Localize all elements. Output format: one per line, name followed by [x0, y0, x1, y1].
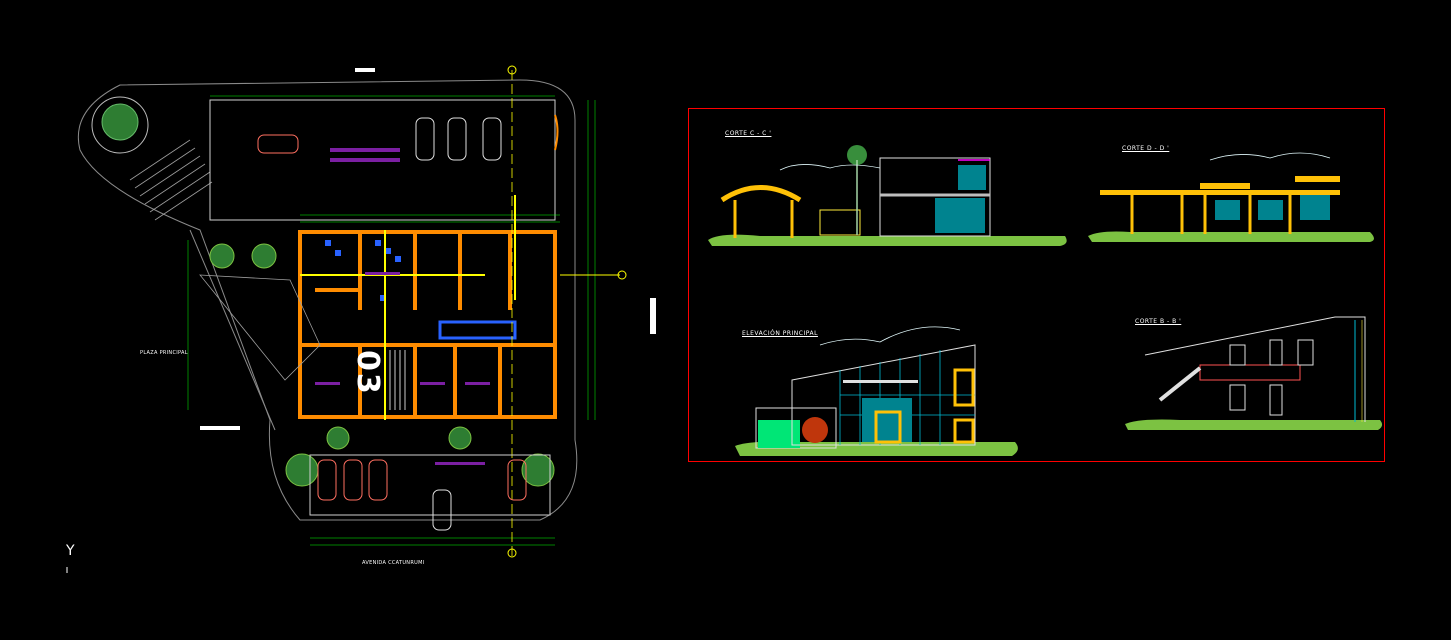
sheet-frame	[688, 108, 1385, 462]
section-cc-drawing	[708, 145, 1067, 246]
section-bb-drawing	[1125, 316, 1383, 430]
main-elevation-drawing	[735, 326, 1018, 456]
plaza-label: PLAZA PRINCIPAL	[140, 350, 188, 356]
section-dd-drawing	[1088, 152, 1374, 242]
room-code-label: 03	[350, 350, 385, 396]
section-cc-title: CORTE C - C '	[725, 130, 772, 137]
section-dd-title: CORTE D - D '	[1122, 145, 1170, 152]
elevation-title: ELEVACIÓN PRINCIPAL	[742, 330, 818, 337]
site-plan	[77, 65, 656, 560]
ucs-y-label: Y	[66, 543, 75, 559]
section-bb-title: CORTE B - B '	[1135, 318, 1182, 325]
avenue-label: AVENIDA CCATUNRUMI	[362, 560, 425, 566]
